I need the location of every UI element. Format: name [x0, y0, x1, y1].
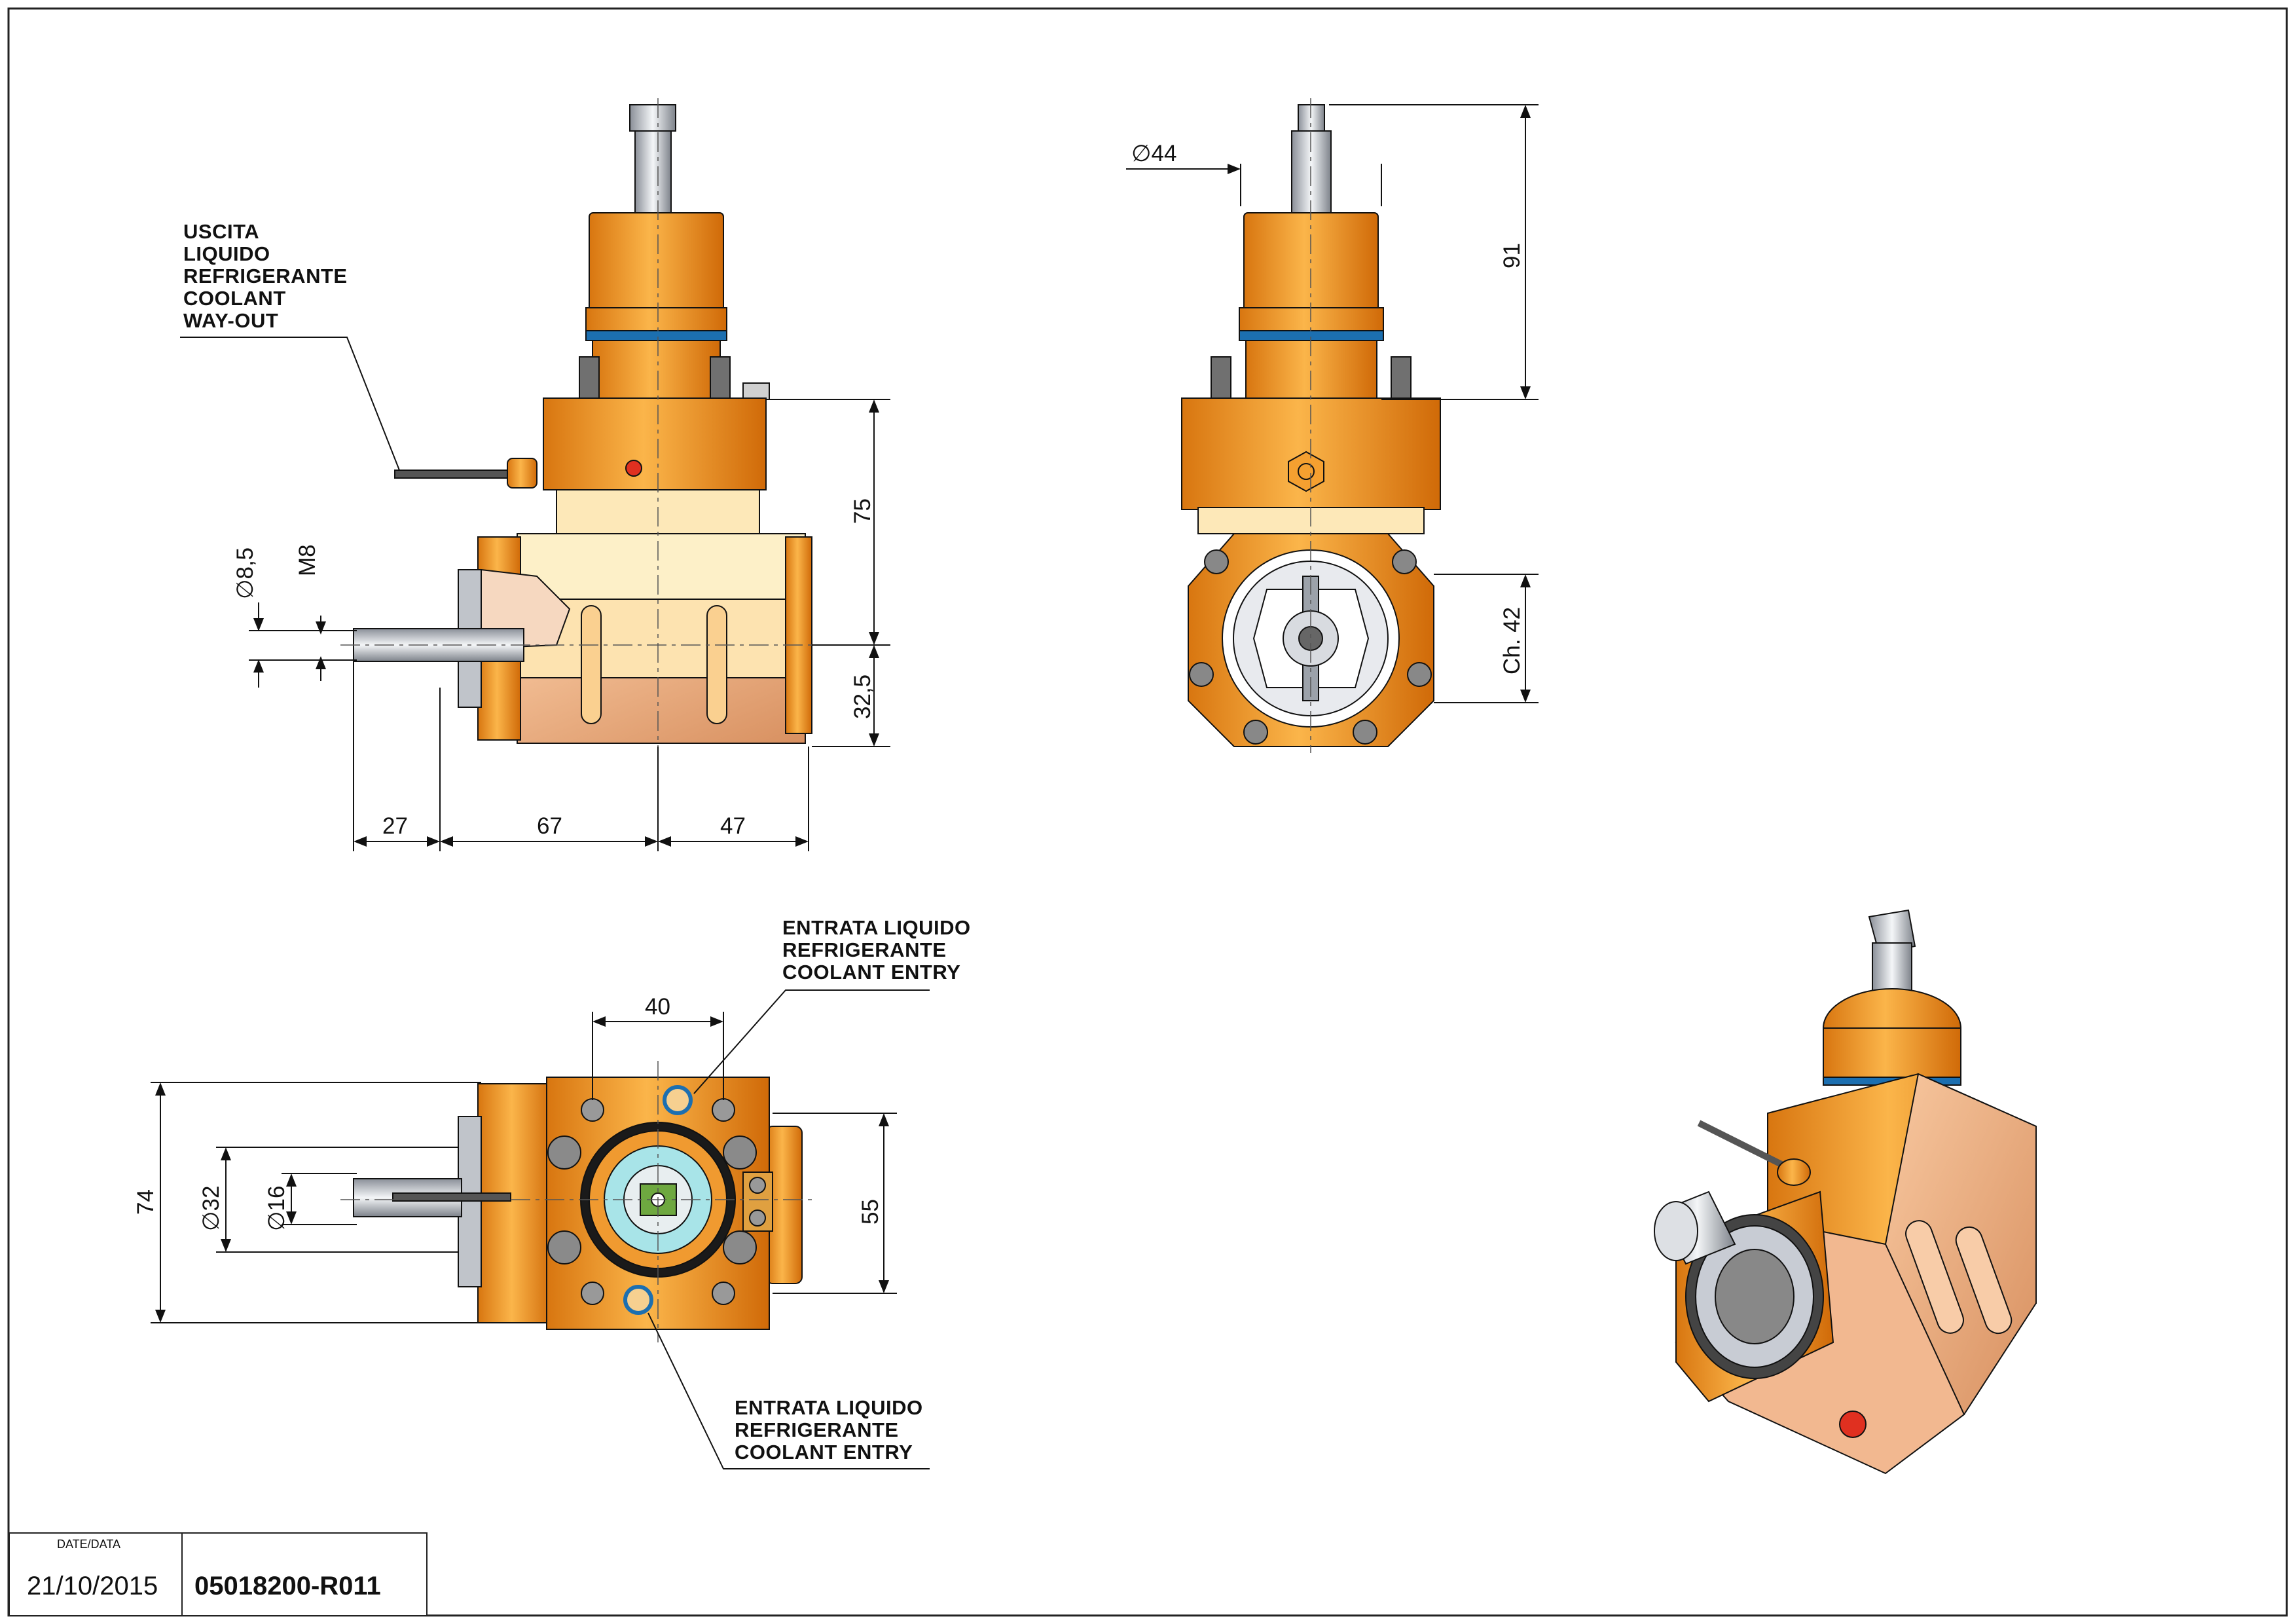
date-header: DATE/DATA — [57, 1538, 121, 1551]
coolant-exit-label: USCITA LIQUIDO REFRIGERANTE COOLANT WAY-… — [183, 220, 348, 332]
dim-side-75: 75 — [850, 498, 875, 524]
dim-side-27: 27 — [382, 813, 408, 839]
dim-side-32-5: 32,5 — [850, 674, 875, 719]
title-block: DATE/DATA 21/10/2015 05018200-R011 — [9, 1532, 428, 1616]
coolant-entry-bottom-label: ENTRATA LIQUIDO REFRIGERANTE COOLANT ENT… — [735, 1396, 923, 1464]
drawing-date: 21/10/2015 — [27, 1572, 158, 1600]
dim-side-47: 47 — [720, 813, 746, 839]
title-block-divider — [181, 1534, 183, 1615]
dim-bottom-74: 74 — [133, 1189, 158, 1215]
dim-front-ch-42: Ch. 42 — [1499, 606, 1525, 674]
dim-front-dia-44: ∅44 — [1131, 141, 1177, 166]
front-view — [1181, 98, 1441, 753]
drawing-code: 05018200-R011 — [194, 1572, 381, 1600]
dim-side-67: 67 — [537, 813, 562, 839]
bottom-view — [340, 1061, 812, 1342]
side-view-dimensions — [180, 337, 890, 851]
sheet-border — [7, 7, 2288, 1617]
front-view-dimensions — [1126, 104, 1539, 703]
dim-bottom-dia-32: ∅32 — [198, 1185, 224, 1231]
dim-side-dia-8-5: ∅8,5 — [232, 547, 258, 599]
dim-bottom-40: 40 — [645, 994, 670, 1020]
coolant-entry-top-label: ENTRATA LIQUIDO REFRIGERANTE COOLANT ENT… — [782, 916, 971, 984]
dim-side-m8: M8 — [295, 544, 320, 576]
dim-front-91: 91 — [1499, 243, 1525, 268]
bottom-view-dimensions — [151, 989, 930, 1469]
dim-bottom-dia-16: ∅16 — [264, 1185, 289, 1231]
side-view — [340, 98, 825, 747]
dim-bottom-55: 55 — [858, 1199, 883, 1225]
isometric-view — [1654, 909, 2037, 1475]
